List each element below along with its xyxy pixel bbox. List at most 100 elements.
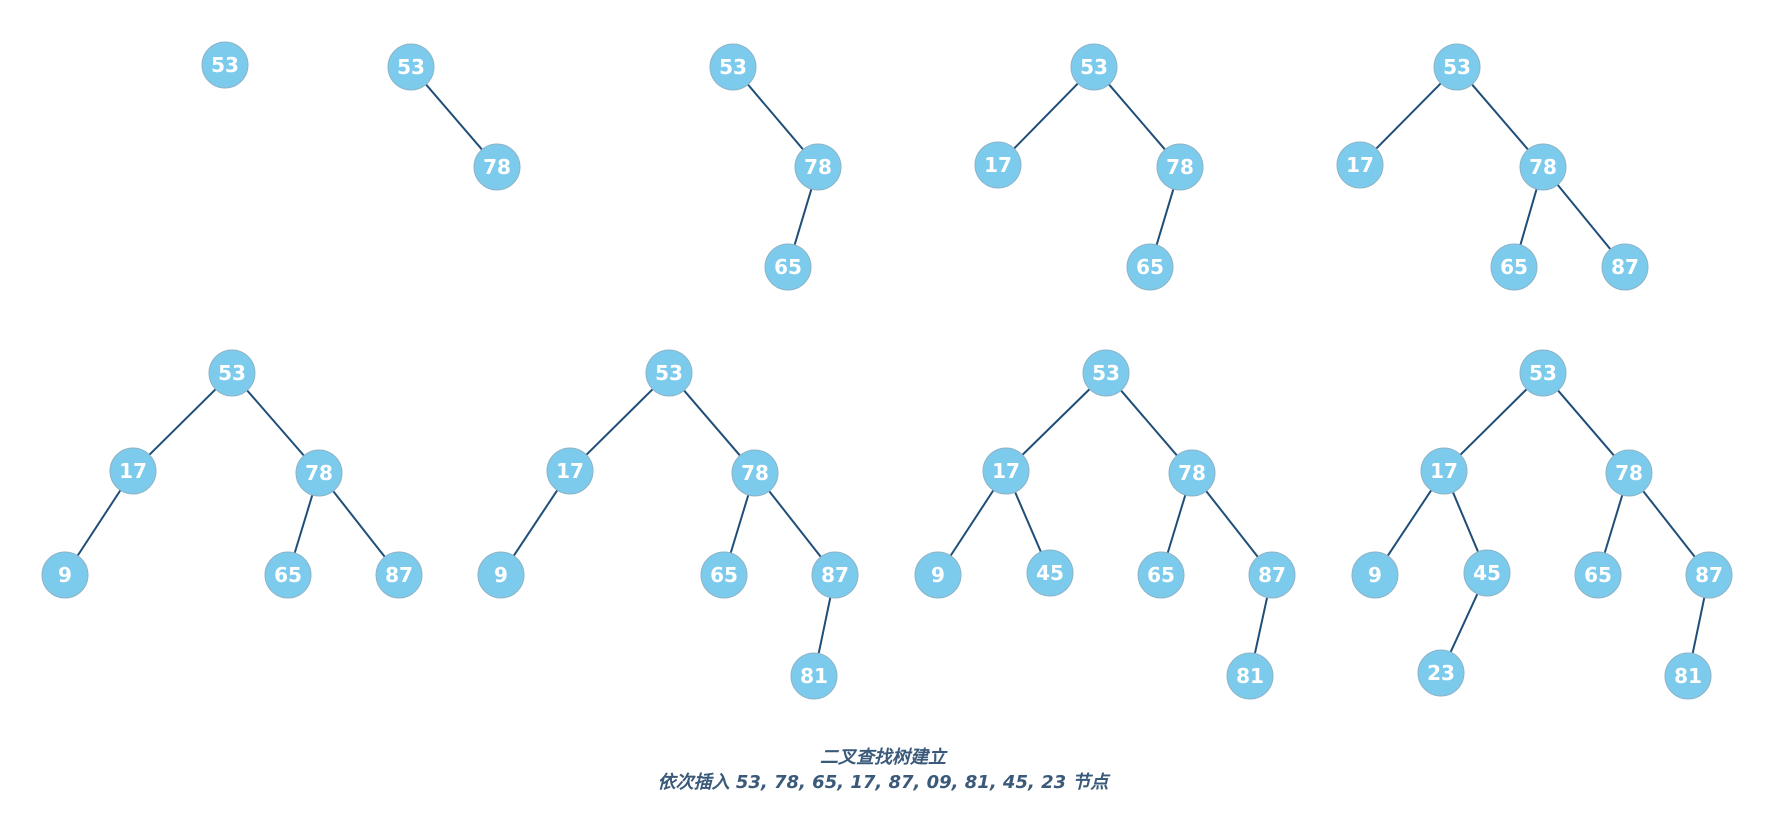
tree-edge [683, 389, 741, 457]
tree-node: 53 [1519, 349, 1567, 397]
tree-step-1: 53 [201, 41, 249, 89]
tree-edge [332, 490, 386, 558]
node-label: 78 [741, 461, 769, 485]
tree-node: 53 [208, 349, 256, 397]
node-label: 53 [218, 361, 246, 385]
tree-node: 9 [41, 551, 89, 599]
node-circle [208, 349, 256, 397]
node-label: 23 [1427, 661, 1455, 685]
tree-edge [148, 388, 217, 456]
node-circle [1420, 447, 1468, 495]
tree-node: 45 [1026, 549, 1074, 597]
node-label: 65 [1147, 563, 1175, 587]
node-label: 45 [1036, 561, 1064, 585]
tree-edge [817, 597, 832, 654]
tree-edge [1120, 389, 1178, 457]
tree-node: 17 [974, 141, 1022, 189]
node-label: 17 [119, 459, 147, 483]
node-circle [1664, 652, 1712, 700]
node-label: 65 [774, 255, 802, 279]
node-label: 65 [274, 563, 302, 587]
tree-step-2: 53 78 [387, 43, 521, 191]
tree-node: 87 [375, 551, 423, 599]
node-label: 45 [1473, 561, 1501, 585]
tree-node: 9 [1351, 551, 1399, 599]
tree-edge [76, 489, 122, 557]
tree-node: 53 [1070, 43, 1118, 91]
node-circle [1601, 243, 1649, 291]
tree-node: 53 [387, 43, 435, 91]
node-circle [375, 551, 423, 599]
tree-node: 17 [109, 447, 157, 495]
tree-node: 23 [1417, 649, 1465, 697]
tree-edge [512, 489, 559, 557]
node-circle [1605, 449, 1653, 497]
tree-edge [768, 490, 822, 558]
node-label: 78 [1166, 155, 1194, 179]
node-circle [1082, 349, 1130, 397]
node-circle [1168, 449, 1216, 497]
tree-edge [747, 83, 804, 151]
tree-edge [1386, 489, 1433, 557]
node-label: 17 [556, 459, 584, 483]
tree-node: 53 [1082, 349, 1130, 397]
node-label: 65 [1584, 563, 1612, 587]
caption-subtitle: 依次插入 53, 78, 65, 17, 87, 09, 81, 45, 23 … [657, 772, 1109, 793]
node-circle [1137, 551, 1185, 599]
node-circle [982, 447, 1030, 495]
tree-node: 17 [546, 447, 594, 495]
node-label: 81 [800, 664, 828, 688]
tree-edge [1014, 491, 1042, 553]
tree-node: 45 [1463, 549, 1511, 597]
node-circle [473, 143, 521, 191]
node-label: 53 [719, 55, 747, 79]
node-label: 53 [1092, 361, 1120, 385]
node-circle [764, 243, 812, 291]
node-label: 9 [931, 563, 945, 587]
node-circle [546, 447, 594, 495]
tree-edge [585, 388, 654, 456]
node-circle [1070, 43, 1118, 91]
node-label: 65 [1500, 255, 1528, 279]
tree-step-7: 53 17 78 9 65 87 81 [477, 349, 859, 700]
tree-node: 78 [1519, 143, 1567, 191]
node-label: 78 [1529, 155, 1557, 179]
tree-edge [1021, 388, 1091, 456]
tree-edge [1519, 188, 1538, 246]
node-circle [1519, 349, 1567, 397]
tree-node: 53 [1433, 43, 1481, 91]
tree-node: 9 [477, 551, 525, 599]
tree-step-3: 53 78 65 [709, 43, 842, 291]
tree-edge [1155, 188, 1175, 246]
tree-node: 65 [700, 551, 748, 599]
node-label: 78 [1178, 461, 1206, 485]
node-label: 78 [305, 461, 333, 485]
node-label: 53 [655, 361, 683, 385]
node-label: 87 [1611, 255, 1639, 279]
node-label: 17 [992, 459, 1020, 483]
tree-node: 53 [201, 41, 249, 89]
tree-node: 78 [1156, 143, 1204, 191]
tree-node: 78 [1605, 449, 1653, 497]
node-label: 78 [804, 155, 832, 179]
node-label: 53 [397, 55, 425, 79]
node-label: 53 [1443, 55, 1471, 79]
node-circle [41, 551, 89, 599]
node-circle [1417, 649, 1465, 697]
tree-node: 87 [811, 551, 859, 599]
node-label: 81 [1236, 664, 1264, 688]
tree-edge [729, 494, 750, 554]
node-label: 53 [1529, 361, 1557, 385]
node-circle [731, 449, 779, 497]
node-circle [645, 349, 693, 397]
node-circle [1026, 549, 1074, 597]
tree-node: 78 [794, 143, 842, 191]
tree-edge [1449, 593, 1479, 653]
node-label: 78 [483, 155, 511, 179]
tree-edge [1471, 83, 1529, 151]
tree-edge [1013, 82, 1079, 150]
node-circle [811, 551, 859, 599]
